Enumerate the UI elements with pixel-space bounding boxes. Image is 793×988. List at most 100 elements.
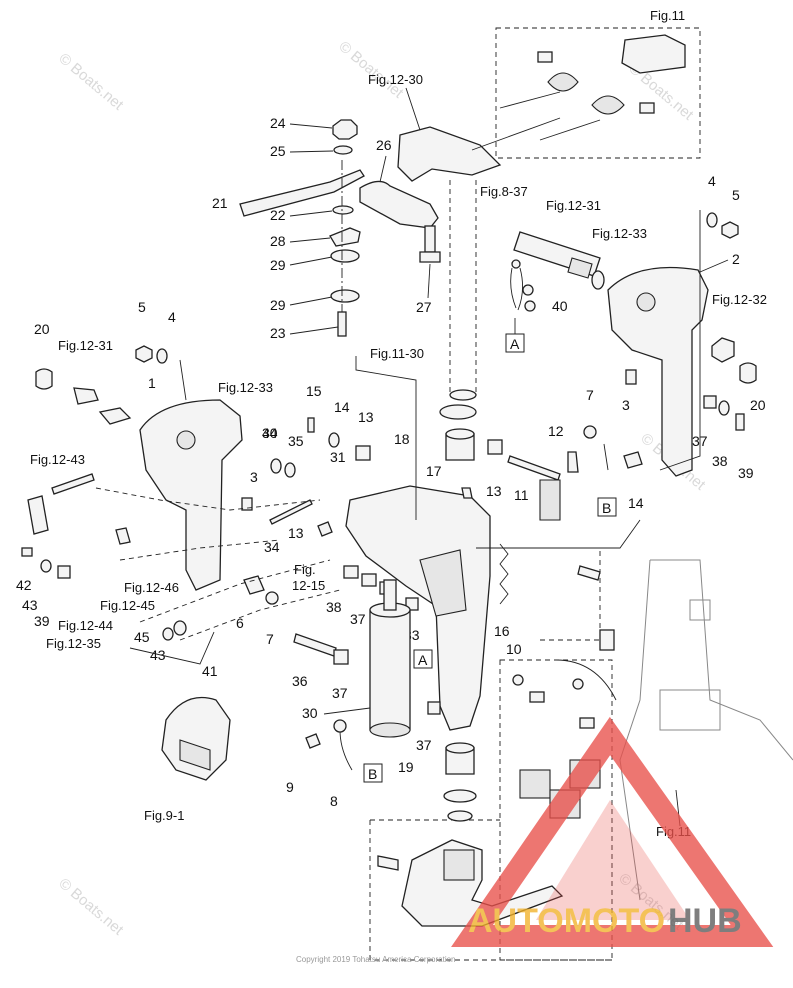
callout-39-right: 39 — [738, 465, 754, 481]
callout-20-left: 20 — [34, 321, 50, 337]
upper-mount-bracket — [621, 34, 686, 74]
callout-6-right: 14 — [628, 495, 644, 511]
washer-38-right — [718, 400, 730, 416]
reverse-lock-cover — [161, 696, 231, 781]
bolt-3-right — [625, 369, 637, 385]
tilt-lock-rod-11 — [507, 455, 561, 481]
bolt-9 — [305, 733, 321, 749]
callout-33-a: 38 — [326, 599, 342, 615]
stern-bracket-left — [139, 399, 243, 591]
callout-25: 25 — [270, 143, 286, 159]
callout-26: 26 — [376, 137, 392, 153]
swivel-bracket-group: 15 14 13 31 Fig.11-30 18 17 13 11 16 10 … — [286, 346, 561, 809]
nut-5-right — [721, 221, 739, 239]
grease-fitting-12 — [567, 451, 579, 473]
shaft-36 — [293, 633, 337, 657]
bolt-39-right — [735, 413, 745, 431]
lower-bolt — [377, 855, 399, 871]
callout-11: 11 — [514, 487, 529, 503]
logo-word-automoto: AUTOMOTO — [468, 902, 665, 940]
collar-37-m — [333, 649, 349, 665]
bolt-head — [639, 102, 655, 114]
copyright-notice: Copyright 2019 Tohatsu America Corporati… — [296, 955, 456, 964]
callout-41: 41 — [202, 663, 218, 679]
callout-5-left: 5 — [138, 299, 146, 315]
callout-45: 45 — [134, 629, 150, 645]
callout-37-mid: 37 — [332, 685, 348, 701]
swivel-bracket-10 — [345, 485, 491, 731]
fig-12-35-group: Fig.9-1 — [144, 696, 231, 823]
clip-17 — [461, 487, 473, 499]
fig-ref-12-15-a: Fig. — [294, 562, 316, 577]
swivel-bracket-rib — [419, 549, 467, 617]
callout-3-left: 3 — [250, 469, 258, 485]
callout-19: 19 — [398, 759, 414, 775]
spring-16 — [499, 543, 509, 605]
logo-word-hub: HUB — [668, 902, 742, 940]
callout-23: 23 — [270, 325, 286, 341]
fig11-top-boundary — [495, 27, 701, 159]
bushing-13-a — [355, 445, 371, 461]
washer-34 — [270, 458, 282, 474]
callout-39-left: 42 — [16, 577, 32, 593]
callout-5-right: 5 — [732, 187, 740, 203]
foam-block — [519, 769, 551, 799]
callout-43-a: 34 — [264, 539, 280, 555]
connector-tag-a: A — [510, 336, 520, 352]
bushing-33-b — [361, 573, 377, 587]
callout-43-b: 43 — [150, 647, 166, 663]
friction-washer-29b — [330, 289, 360, 303]
spring-12-43 — [51, 473, 95, 495]
stern-bracket-right-group: 4 5 2 Fig.12-32 20 3 7 12 B 14 37 38 39 — [548, 173, 767, 517]
callout-24: 24 — [270, 115, 286, 131]
fig-ref-12-43: Fig.12-43 — [30, 452, 85, 467]
tilt-cylinder-rod — [383, 579, 397, 611]
callout-38-right: 38 — [712, 453, 728, 469]
callout-7-right: 7 — [586, 387, 594, 403]
callout-9: 9 — [286, 779, 294, 795]
bolt-small — [577, 565, 601, 581]
pin-15 — [307, 417, 315, 433]
terminal-40 — [524, 300, 536, 312]
callout-14: 14 — [334, 399, 350, 415]
callout-8: 8 — [330, 793, 338, 809]
callout-40: 40 — [552, 298, 568, 314]
nut-43 — [173, 620, 187, 636]
connector-tag-b: B — [602, 500, 611, 516]
thrust-washer-lower — [443, 789, 477, 803]
fig-ref-12-47: Fig.12-46 — [124, 580, 179, 595]
fig-ref-12-32: Fig.12-32 — [712, 292, 767, 307]
clamp-plate-26 — [359, 180, 439, 229]
nut-right — [711, 337, 735, 363]
bushing — [591, 270, 605, 290]
callout-10: 10 — [506, 641, 522, 657]
washer-38-left — [40, 559, 52, 573]
callout-21: 21 — [212, 195, 228, 211]
washer-4-left — [156, 348, 168, 364]
callout-17: 17 — [426, 463, 442, 479]
fig-ref-12-44: Fig.12-35 — [46, 636, 101, 651]
callout-1: 1 — [148, 375, 156, 391]
thrust-washer — [439, 404, 477, 420]
connector-tag-b-2: B — [368, 766, 377, 782]
callout-6-left: 6 — [236, 615, 244, 631]
tilt-lock-plate — [98, 407, 132, 425]
tilt-tube-thread — [567, 257, 593, 279]
lower-unit-outline — [619, 559, 793, 901]
bolt-7-left — [265, 591, 279, 605]
bolt-3-left — [241, 497, 253, 511]
connector-tag-a-2: A — [418, 652, 428, 668]
cover-grip — [179, 739, 211, 771]
callout-15: 15 — [306, 383, 322, 399]
callout-38-left: 43 — [22, 597, 38, 613]
watermark: © Boats.net — [55, 875, 127, 939]
bushing-33-a — [343, 565, 359, 579]
rubber-mount-lower — [591, 95, 625, 115]
tilt-lock-arm — [539, 479, 561, 521]
friction-washer-29a — [330, 249, 360, 263]
rubber-mount-upper — [547, 72, 579, 92]
callout-37-b: 37 — [416, 737, 432, 753]
callout-4-left: 4 — [168, 309, 176, 325]
callout-42: 13 — [288, 525, 304, 541]
